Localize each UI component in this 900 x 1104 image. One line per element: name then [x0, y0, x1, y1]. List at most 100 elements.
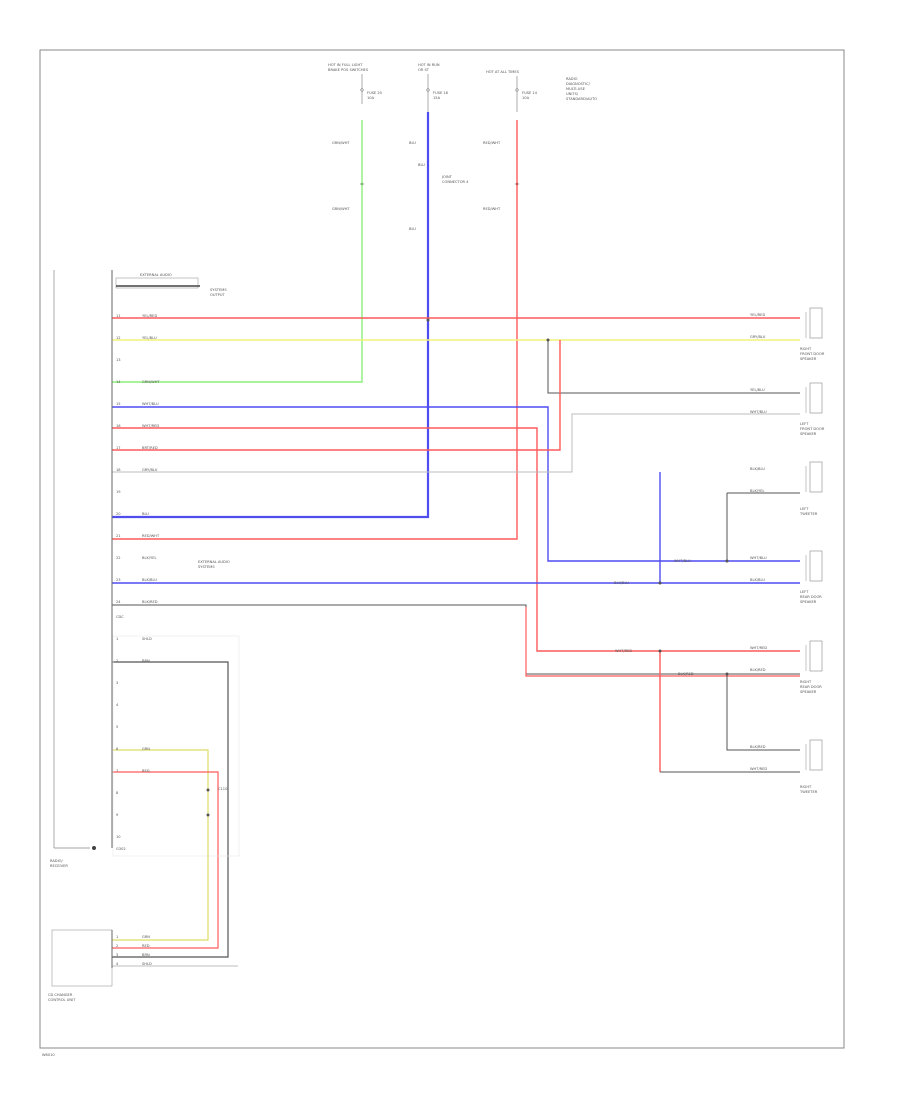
radio-pin-number: 20: [116, 512, 121, 516]
speaker-name-line: REAR DOOR: [800, 595, 822, 599]
feed-mid-conn-2: CONNECTOR 4: [442, 180, 469, 184]
diagram-code: W6010: [42, 1053, 55, 1057]
speaker-name-line: SPEAKER: [800, 357, 817, 361]
splice-wire-label: BLK/BLU: [614, 581, 629, 585]
blue-feed-wire: [112, 112, 430, 519]
wire-pin-17: [112, 340, 561, 451]
radio-lower-pin-number: 3: [116, 681, 118, 685]
speaker-wire-label-1: WHT/BLU: [750, 556, 767, 560]
green-feed-wire: [112, 120, 363, 383]
speaker-wire-label-2: BLK/RED: [750, 668, 766, 672]
cd-pin-wire-label: RED: [142, 944, 150, 948]
wire-pin-18: [112, 413, 800, 473]
radio-pin-number: 21: [116, 534, 121, 538]
speaker-name-line: RIGHT: [800, 347, 812, 351]
feed-mid-line-1: HOT IN RUN: [418, 63, 440, 67]
feed-right-note-4: UNITS/: [566, 92, 579, 96]
radio-pin-number: 24: [116, 600, 121, 604]
radio-pin-number: 16: [116, 424, 121, 428]
radio-connector-code: C110: [218, 787, 228, 791]
diagram-frame: [39, 49, 845, 1049]
wire-pin-24-black: [112, 604, 800, 675]
speaker-wire-label-1: BLK/BLU: [750, 467, 765, 471]
external-audio-note-1: EXTERNAL AUDIO: [140, 273, 172, 277]
splice-dot: [206, 788, 210, 792]
radio-lower-pin-number: 4: [116, 703, 119, 707]
feed-left-line-1: HOT IN FULL LIGHT: [328, 63, 363, 67]
radio-pin-number: 17: [116, 446, 121, 450]
speaker-wire-label-2: BLK/YEL: [750, 489, 765, 493]
feed-left-fuse-icon: [360, 88, 364, 92]
splice-wire-label: WHT/BLU: [674, 559, 691, 563]
radio-pin-wire-label: GRY/BLU: [142, 468, 158, 472]
feed-mid-wire-label-mid: BLU: [418, 163, 425, 167]
wire-right-front-return: [547, 340, 800, 394]
speaker-wire-label-1: YEL/BLU: [750, 388, 765, 392]
feed-mid: HOT IN RUN OR ST FUSE 18 15A BLU BLU JOI…: [409, 63, 469, 231]
feed-right-note-3: MULTI-USE: [566, 87, 586, 91]
wire-layer: [112, 112, 800, 967]
radio-lower-pin-number: 6: [116, 747, 119, 751]
radio-lower-wire-label: SHLD: [142, 637, 152, 641]
radio-pin-number: 22: [116, 556, 121, 560]
radio-pin-wire-label: BLK/YEL: [142, 556, 157, 560]
radio-pin-wire-label: YEL/RED: [142, 314, 157, 318]
cd-pin-wire-label: GRN: [142, 935, 150, 939]
wire-pin-15: [112, 406, 800, 562]
radio-pin-wire-label: BLK/RED: [142, 600, 158, 604]
feed-mid-fuse-1: FUSE 18: [433, 91, 449, 95]
external-audio-output-box: [115, 277, 199, 289]
speaker-name-line: RIGHT: [800, 785, 812, 789]
feed-mid-wire-label-2: BLU: [409, 227, 416, 231]
feed-left-wire-label: GRN/WHT: [332, 141, 350, 145]
wire-pin-16: [112, 427, 800, 652]
radio-pin-number: 11: [116, 314, 121, 318]
speaker-name-line: LEFT: [800, 422, 809, 426]
cd-pin-number: 4: [116, 962, 119, 966]
radio-ground-icon: [92, 846, 96, 850]
radio-receiver: G302 RADIO/ RECEIVER EXTERNAL AUDIO SYST…: [50, 270, 240, 868]
splice-dot: [658, 649, 662, 653]
radio-pin-wire-label: GRN/WHT: [142, 380, 160, 384]
feed-mid-fuse-2: 15A: [433, 96, 441, 100]
feed-left-wire-label-2: GRN/WHT: [332, 207, 350, 211]
splice-wire-label: BLK/RED: [678, 672, 694, 676]
radio-lower-wire-label: GRN: [142, 747, 150, 751]
radio-pin-wire-label: YEL/BLU: [142, 336, 157, 340]
speaker-name-line: SPEAKER: [800, 690, 817, 694]
radio-lower-pin-number: 1: [116, 637, 118, 641]
radio-pin-number: 12: [116, 336, 121, 340]
radio-aux-note-1: EXTERNAL AUDIO: [198, 560, 230, 564]
speaker-icon: [809, 461, 823, 493]
radio-lower-pin-number: 5: [116, 725, 118, 729]
speaker-icon: [809, 382, 823, 414]
splice-dot: [546, 338, 550, 342]
radio-pin-wire-label: BLK/BLU: [142, 578, 157, 582]
splice-dot: [426, 318, 430, 322]
wire-cd-green: [112, 749, 209, 941]
feed-left: HOT IN FULL LIGHT BRAKE POS SWITCHES FUS…: [328, 63, 383, 211]
cd-pin-number: 2: [116, 944, 118, 948]
radio-pin-wire-label: BRT/RED: [142, 446, 158, 450]
radio-pin-wire-label: RED/WHT: [142, 534, 160, 538]
feed-right-note-5: STANDARD/AUTO: [566, 97, 597, 101]
radio-lower-pin-number: 7: [116, 769, 118, 773]
radio-pin-number: 14: [116, 380, 121, 384]
radio-lower-pin-number: 10: [116, 835, 121, 839]
speaker-wire-label-1: BLK/RED: [750, 745, 766, 749]
radio-lower-wire-label: RED: [142, 769, 150, 773]
splice-dot: [206, 813, 210, 817]
cd-pin-number: 1: [116, 935, 118, 939]
radio-pin-number: 23: [116, 578, 121, 582]
radio-lower-pin-number: 9: [116, 813, 119, 817]
